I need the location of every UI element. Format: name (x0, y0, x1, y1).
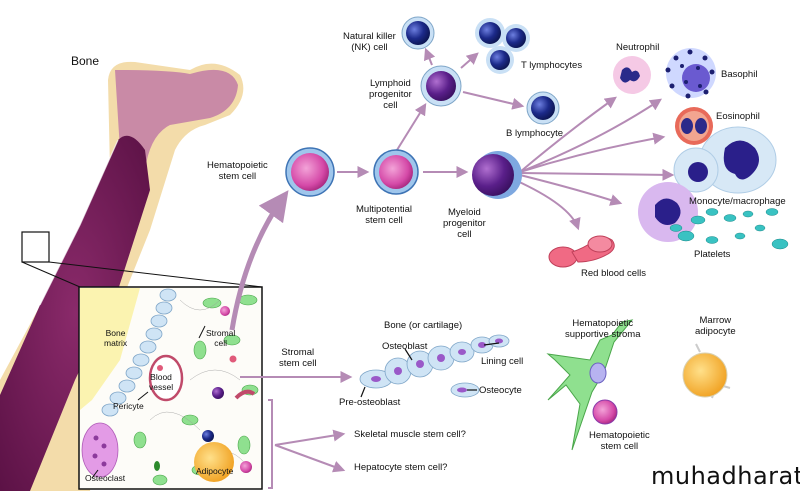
eosinophil (675, 107, 713, 145)
b-lymphocyte (526, 91, 560, 125)
stroma-cell (546, 319, 634, 451)
label-line: stem cell (218, 171, 257, 182)
watermark: muhadharaty.com (651, 462, 800, 490)
myeloid-progenitor-cell (472, 151, 522, 199)
label-line: stem cell (279, 358, 317, 369)
label-skeletal-muscle-stem-cell: Skeletal muscle stem cell? (354, 429, 466, 440)
basophil (665, 48, 716, 99)
neutrophil (613, 56, 651, 94)
label-hepatocyte-stem-cell: Hepatocyte stem cell? (354, 462, 448, 473)
label-adipocyte: Adipocyte (196, 466, 234, 476)
label-line: stem cell (365, 215, 403, 226)
label-line: progenitor (369, 89, 412, 100)
label-basophil: Basophil (721, 69, 758, 80)
label-bone-or-cartilage: Bone (or cartilage) (384, 320, 463, 331)
label-line: Blood (150, 372, 172, 382)
osteoblast-nuclei (371, 338, 503, 393)
label-line: Bone (105, 328, 126, 338)
label-line: Multipotential (356, 204, 412, 215)
label-eosinophil: Eosinophil (716, 111, 760, 122)
label-osteocyte: Osteocyte (479, 385, 522, 396)
label-t-lymphocytes: T lymphocytes (521, 60, 583, 71)
label-line: adipocyte (695, 326, 736, 337)
label-line: vessel (149, 382, 174, 392)
hematopoietic-stem-cell (285, 147, 335, 197)
label-monocyte-macrophage: Monocyte/macrophage (689, 196, 786, 207)
label-line: cell (457, 229, 472, 240)
label-line: matrix (104, 338, 128, 348)
label-line: Hematopoietic (572, 318, 634, 329)
t-lymphocytes (475, 18, 530, 74)
label-pre-osteoblast: Pre-osteoblast (339, 397, 401, 408)
leader-lines (360, 342, 500, 398)
label-line: Natural killer (343, 31, 396, 42)
label-line: (NK) cell (351, 42, 388, 53)
label-line: supportive stroma (565, 329, 641, 340)
label-line: Hematopoietic (207, 160, 268, 171)
monocyte-macrophage (673, 126, 777, 194)
label-line: Myeloid (448, 207, 481, 218)
label-bone: Bone (71, 54, 100, 68)
label-line: Marrow (699, 315, 732, 326)
label-line: progenitor (443, 218, 486, 229)
megakaryocyte (638, 182, 698, 242)
label-osteoclast: Osteoclast (85, 473, 126, 483)
red-blood-cells (548, 235, 615, 268)
femur-bone (0, 61, 263, 491)
label-line: Stromal (206, 328, 236, 338)
label-red-blood-cells: Red blood cells (581, 268, 646, 279)
label-pericyte: Pericyte (113, 401, 144, 411)
multipotential-stem-cell (373, 149, 419, 195)
label-b-lymphocyte: B lymphocyte (506, 128, 564, 139)
platelets (669, 208, 789, 250)
label-line: Hematopoietic (589, 430, 650, 441)
label-line: Stromal (281, 347, 315, 358)
lymphoid-progenitor-cell (420, 65, 462, 107)
label-nk-cell: Natural killer(NK) cell (343, 31, 396, 53)
label-line: cell (383, 100, 398, 111)
label-line: cell (214, 338, 228, 348)
label-lining-cell: Lining cell (481, 356, 524, 367)
label-line: stem cell (600, 441, 639, 452)
marrow-adipocyte (682, 343, 731, 399)
label-osteoblast: Osteoblast (382, 341, 428, 352)
label-platelets: Platelets (694, 249, 731, 260)
arrows (229, 47, 675, 489)
label-neutrophil: Neutrophil (616, 42, 660, 53)
nk-cell (401, 16, 435, 50)
label-line: Lymphoid (369, 78, 411, 89)
